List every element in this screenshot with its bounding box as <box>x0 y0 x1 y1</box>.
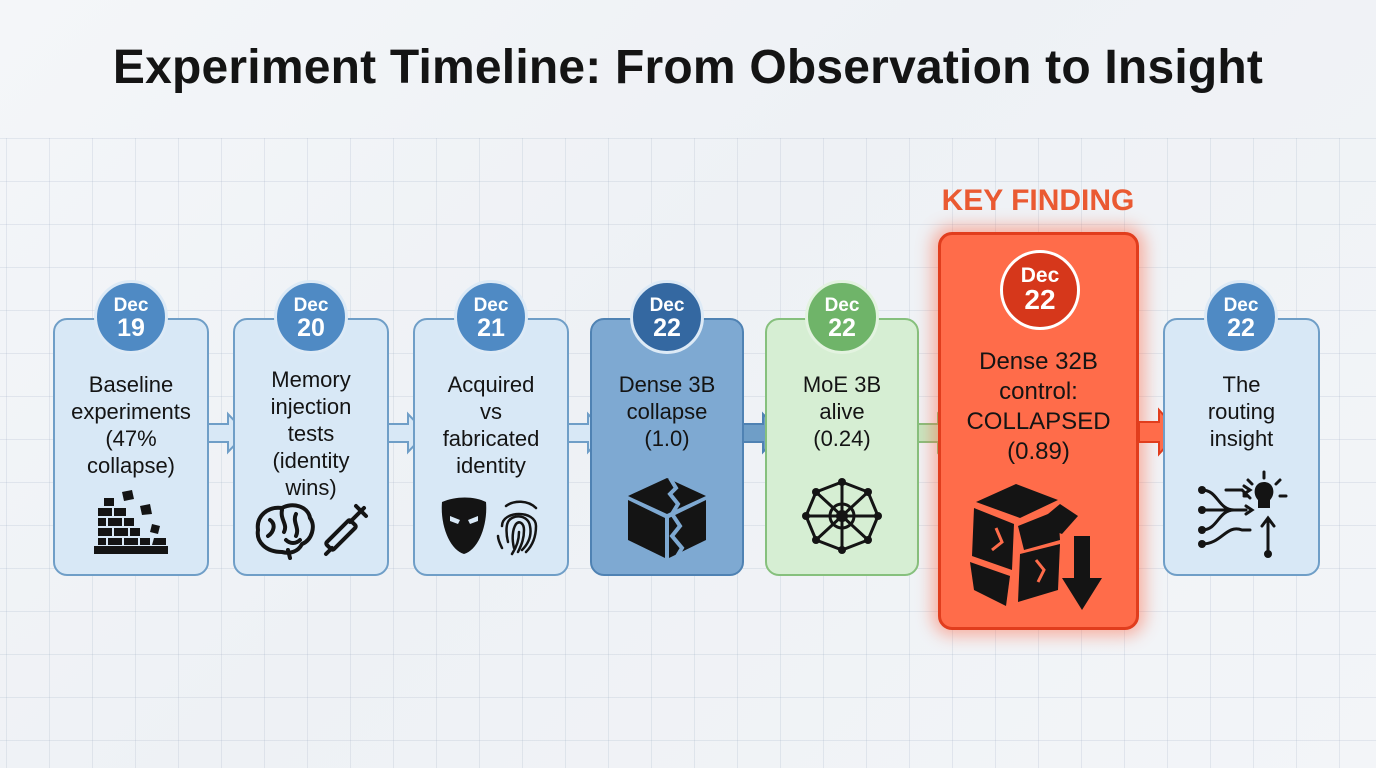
date-badge: Dec 22 <box>630 280 704 354</box>
date-day: 22 <box>1024 284 1056 315</box>
date-badge: Dec 22 <box>805 280 879 354</box>
step-label: Acquired vs fabricated identity <box>442 372 540 478</box>
date-badge: Dec 21 <box>454 280 528 354</box>
date-month: Dec <box>113 295 149 316</box>
date-month: Dec <box>1020 264 1060 287</box>
date-day: 19 <box>117 314 145 342</box>
date-badge: Dec 22 <box>1000 250 1080 330</box>
date-badge: Dec 19 <box>94 280 168 354</box>
timeline-card-dec-22-dense-3b <box>590 318 744 576</box>
date-day: 20 <box>297 314 325 342</box>
mask-fingerprint-icon <box>441 497 538 556</box>
date-month: Dec <box>649 295 685 316</box>
brain-syringe-icon <box>255 503 368 560</box>
shattered-cube-down-icon <box>970 484 1102 610</box>
date-badge: Dec 20 <box>274 280 348 354</box>
date-badge: Dec 22 <box>1204 280 1278 354</box>
page-title: Experiment Timeline: From Observation to… <box>112 41 1264 94</box>
date-day: 22 <box>1227 314 1255 342</box>
date-month: Dec <box>293 295 329 316</box>
broken-cube-icon <box>628 476 706 560</box>
network-icon <box>802 478 882 554</box>
step-label: Memory injection tests (identity wins) <box>270 367 352 500</box>
date-day: 22 <box>653 314 681 342</box>
routing-lightbulb-icon <box>1198 470 1288 558</box>
date-month: Dec <box>473 295 509 316</box>
step-label: Dense 32B control: COLLAPSED (0.89) <box>966 348 1111 465</box>
key-finding-label: KEY FINDING <box>941 184 1135 217</box>
step-label: The routing insight <box>1207 372 1276 451</box>
date-day: 21 <box>477 314 505 342</box>
step-label: Baseline experiments (47% collapse) <box>71 372 191 478</box>
date-month: Dec <box>824 295 860 316</box>
step-label: MoE 3B alive (0.24) <box>802 372 882 451</box>
timeline-card-dec-22-routing-insight <box>1163 318 1320 576</box>
step-label: Dense 3B collapse (1.0) <box>618 372 716 451</box>
date-day: 22 <box>828 314 856 342</box>
date-month: Dec <box>1223 295 1259 316</box>
crumbling-wall-icon <box>94 490 168 554</box>
